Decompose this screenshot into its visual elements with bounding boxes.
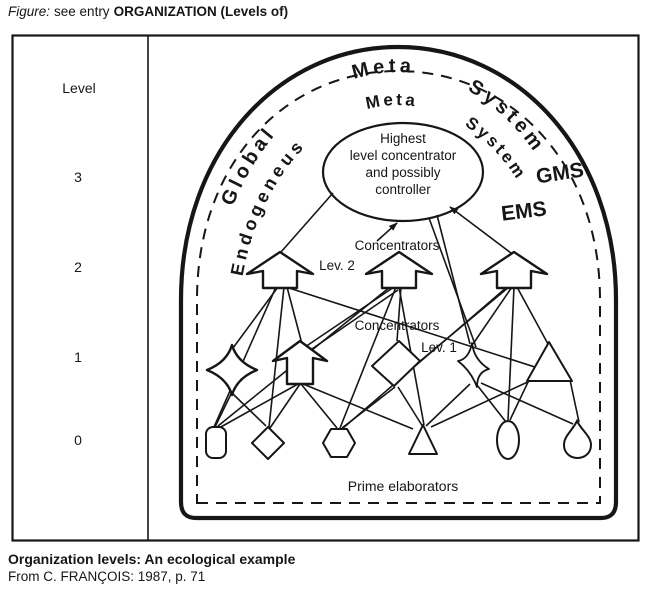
figure-reference-entry: ORGANIZATION (Levels of) xyxy=(113,4,289,19)
connection-line xyxy=(269,383,301,429)
connection-arrow-line xyxy=(449,206,512,254)
level2-arrow-right xyxy=(479,250,549,290)
level0-hexagon xyxy=(322,428,356,458)
connection-line xyxy=(288,287,570,379)
global-meta-system-boundary xyxy=(178,44,619,521)
connection-line xyxy=(280,192,334,253)
highest-level-concentrator-node xyxy=(321,121,485,223)
ems-abbreviation: EMS xyxy=(500,197,548,225)
connection-line xyxy=(232,393,267,427)
connection-line xyxy=(341,286,508,430)
svg-text:Meta: Meta xyxy=(350,55,416,84)
connection-line xyxy=(480,382,574,425)
level1-triangle xyxy=(526,341,573,382)
concentrators-level1-sublabel: Lev. 1 xyxy=(421,340,457,355)
figure-reference-prefix: Figure: xyxy=(8,4,51,19)
connection-line xyxy=(476,384,507,423)
connection-line xyxy=(308,289,399,352)
figure-frame xyxy=(11,34,640,542)
arch-inner-word-meta: Meta xyxy=(364,90,416,113)
concentrators-level1-label: Concentrators xyxy=(355,318,440,333)
figure-caption: Organization levels: An ecological examp… xyxy=(8,551,295,585)
connection-line xyxy=(436,214,471,345)
connection-lines xyxy=(213,192,580,430)
connection-arrow-line xyxy=(376,222,398,242)
figure-reference-middle: see entry xyxy=(54,4,110,19)
connection-line xyxy=(341,386,396,429)
top-ellipse-line-4: controller xyxy=(375,182,431,197)
level-axis-title: Level xyxy=(62,80,95,96)
connection-line xyxy=(213,286,277,428)
connection-line xyxy=(300,383,338,429)
level-3-label: 3 xyxy=(74,169,82,185)
level1-arrow xyxy=(271,339,329,386)
top-ellipse-line-2: level concentrator xyxy=(350,148,457,163)
connection-line xyxy=(396,286,402,342)
connection-line xyxy=(507,286,515,421)
connection-line xyxy=(302,383,414,430)
arch-outer-word-meta: Meta xyxy=(350,55,412,84)
level-2-label: 2 xyxy=(74,259,82,275)
level2-arrow-middle xyxy=(364,250,434,290)
top-ellipse-line-3: and possibly xyxy=(365,165,440,180)
connection-line xyxy=(397,386,424,428)
top-ellipse-line-1: Highest xyxy=(380,131,426,146)
connection-arrows xyxy=(376,206,512,254)
prime-elaborators-label: Prime elaborators xyxy=(348,478,459,494)
level0-teardrop xyxy=(562,418,593,460)
connection-line xyxy=(214,393,232,428)
connection-line xyxy=(286,286,303,345)
connection-line xyxy=(516,286,549,345)
connection-line xyxy=(232,286,279,349)
level1-diamond xyxy=(371,340,421,387)
connection-line xyxy=(428,217,477,348)
level0-ellipse xyxy=(496,420,520,460)
level0-diamond xyxy=(251,426,285,460)
figure-caption-title: Organization levels: An ecological examp… xyxy=(8,551,296,567)
level-0-label: 0 xyxy=(74,432,82,448)
connection-line xyxy=(339,286,397,429)
connection-line xyxy=(472,286,513,345)
connection-line xyxy=(425,383,471,427)
level0-triangle xyxy=(408,424,438,455)
level-1-label: 1 xyxy=(74,349,82,365)
level2-arrow-left xyxy=(245,250,315,290)
connection-line xyxy=(304,286,395,348)
connection-line xyxy=(430,379,533,428)
concentrators-level2-sublabel: Lev. 2 xyxy=(319,258,355,273)
connection-line xyxy=(218,383,299,429)
concentrators-level2-label: Concentrators xyxy=(355,238,440,253)
level1-star xyxy=(205,343,259,397)
level0-rounded-rect xyxy=(205,426,227,459)
figure-caption-source: From C. FRANÇOIS: 1987, p. 71 xyxy=(8,569,206,584)
svg-text:Meta: Meta xyxy=(364,90,419,113)
level1-small-star xyxy=(457,342,490,388)
connection-line xyxy=(569,379,580,423)
gms-abbreviation: GMS xyxy=(534,158,585,188)
